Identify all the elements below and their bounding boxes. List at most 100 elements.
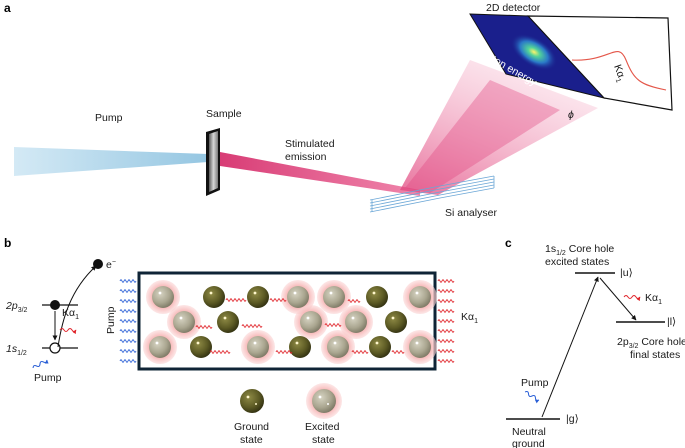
si-analyser-label: Si analyser	[445, 207, 497, 219]
output-wave	[437, 299, 455, 303]
core-hole-label-2: excited states	[545, 256, 609, 268]
emission-wave	[195, 325, 213, 329]
ground-atom	[369, 336, 391, 358]
emission-arrow	[599, 277, 637, 321]
k-alpha-photon-small	[59, 328, 77, 335]
detector-spot	[510, 33, 558, 71]
neutral-label-1: Neutral	[512, 426, 546, 438]
atom-highlight	[415, 291, 419, 295]
output-waves-right	[437, 279, 455, 363]
k-alpha-level-label: Kα1	[62, 307, 79, 321]
ground-atom	[217, 311, 239, 333]
pump-box-label: Pump	[105, 306, 117, 334]
atom-highlight	[253, 341, 257, 345]
area-detector-icon	[469, 13, 673, 111]
output-wave	[437, 349, 455, 353]
excited-atom	[149, 336, 171, 358]
output-wave	[437, 279, 455, 283]
detector-label: 2D detector	[486, 2, 541, 14]
emission-wave	[269, 298, 287, 302]
electron-2p	[50, 300, 60, 310]
emission-wave	[241, 324, 263, 328]
output-wave	[437, 359, 455, 363]
atom-highlight	[391, 316, 395, 320]
pump-wave	[119, 349, 137, 353]
atom-highlight	[209, 291, 213, 295]
panel-a: a Pump Sample Stimulated emission Si ana…	[4, 1, 673, 219]
panel-c-letter: c	[505, 236, 512, 250]
emission-label: emission	[285, 151, 327, 163]
atom-highlight	[158, 291, 162, 295]
ionisation-arrow	[57, 265, 97, 348]
excited-atom	[409, 336, 431, 358]
pump-wave	[119, 319, 137, 323]
atom-highlight	[155, 341, 159, 345]
emission-wave	[275, 350, 293, 354]
pump-waves-left	[119, 279, 137, 363]
panel-b: b 2p3/2 1s1/2 e− Kα1 Pump Pump	[4, 236, 478, 446]
panel-a-letter: a	[4, 1, 11, 15]
atom-highlight	[196, 341, 200, 345]
atoms-layer	[143, 280, 437, 364]
atom-highlight	[329, 291, 333, 295]
crystal-analyser-icon	[369, 175, 495, 213]
output-wave	[437, 339, 455, 343]
sample-plate-icon	[206, 128, 220, 196]
emission-beam	[220, 152, 420, 196]
k-alpha-right-label: Kα1	[461, 311, 478, 325]
k-alpha-c-label: Kα1	[645, 292, 662, 306]
pump-label: Pump	[95, 112, 123, 124]
pump-wave	[119, 299, 137, 303]
output-wave	[437, 319, 455, 323]
sample-label: Sample	[206, 108, 242, 120]
pump-wave	[119, 339, 137, 343]
excited-atom	[287, 286, 309, 308]
emission-wave	[351, 350, 369, 354]
excited-atom	[327, 336, 349, 358]
spectrum-curve	[571, 51, 667, 91]
pump-photon-c	[524, 391, 540, 404]
output-wave	[437, 329, 455, 333]
excited-label-2: state	[312, 434, 335, 446]
pump-beam	[14, 147, 208, 176]
hole-1s	[49, 342, 61, 354]
emission-wave	[209, 350, 231, 354]
excited-atom	[152, 286, 174, 308]
atom-highlight	[372, 291, 376, 295]
atom-highlight	[179, 316, 183, 320]
ground-state-icon	[240, 389, 264, 413]
excited-atom	[247, 336, 269, 358]
emission-wave	[225, 298, 247, 302]
atom-highlight	[351, 316, 355, 320]
pump-left-label: Pump	[34, 372, 62, 384]
k-alpha-photon-c	[623, 295, 641, 302]
pump-wave	[119, 289, 137, 293]
excited-atom	[173, 311, 195, 333]
atom-highlight	[306, 316, 310, 320]
panel-b-letter: b	[4, 236, 11, 250]
final-states-label-2: final states	[630, 349, 680, 361]
ket-u-label: |u⟩	[620, 267, 633, 279]
pump-c-label: Pump	[521, 377, 549, 389]
emission-wave	[324, 323, 342, 327]
ground-atom	[247, 286, 269, 308]
atom-highlight	[415, 341, 419, 345]
ground-label-2: state	[240, 434, 263, 446]
output-wave	[437, 309, 455, 313]
excited-label-1: Excited	[305, 421, 340, 433]
legend-ground: Ground state	[234, 389, 269, 446]
atom-highlight	[333, 341, 337, 345]
pump-photon-small	[32, 359, 49, 369]
ground-atom	[385, 311, 407, 333]
phi-label: ϕ	[568, 109, 574, 121]
atom-highlight	[293, 291, 297, 295]
free-electron	[93, 259, 103, 269]
excited-state-icon	[312, 389, 336, 413]
ground-atom	[366, 286, 388, 308]
atom-highlight	[223, 316, 227, 320]
pump-wave	[119, 309, 137, 313]
excited-atom	[345, 311, 367, 333]
emission-waves-layer	[195, 298, 405, 354]
excited-atom	[323, 286, 345, 308]
